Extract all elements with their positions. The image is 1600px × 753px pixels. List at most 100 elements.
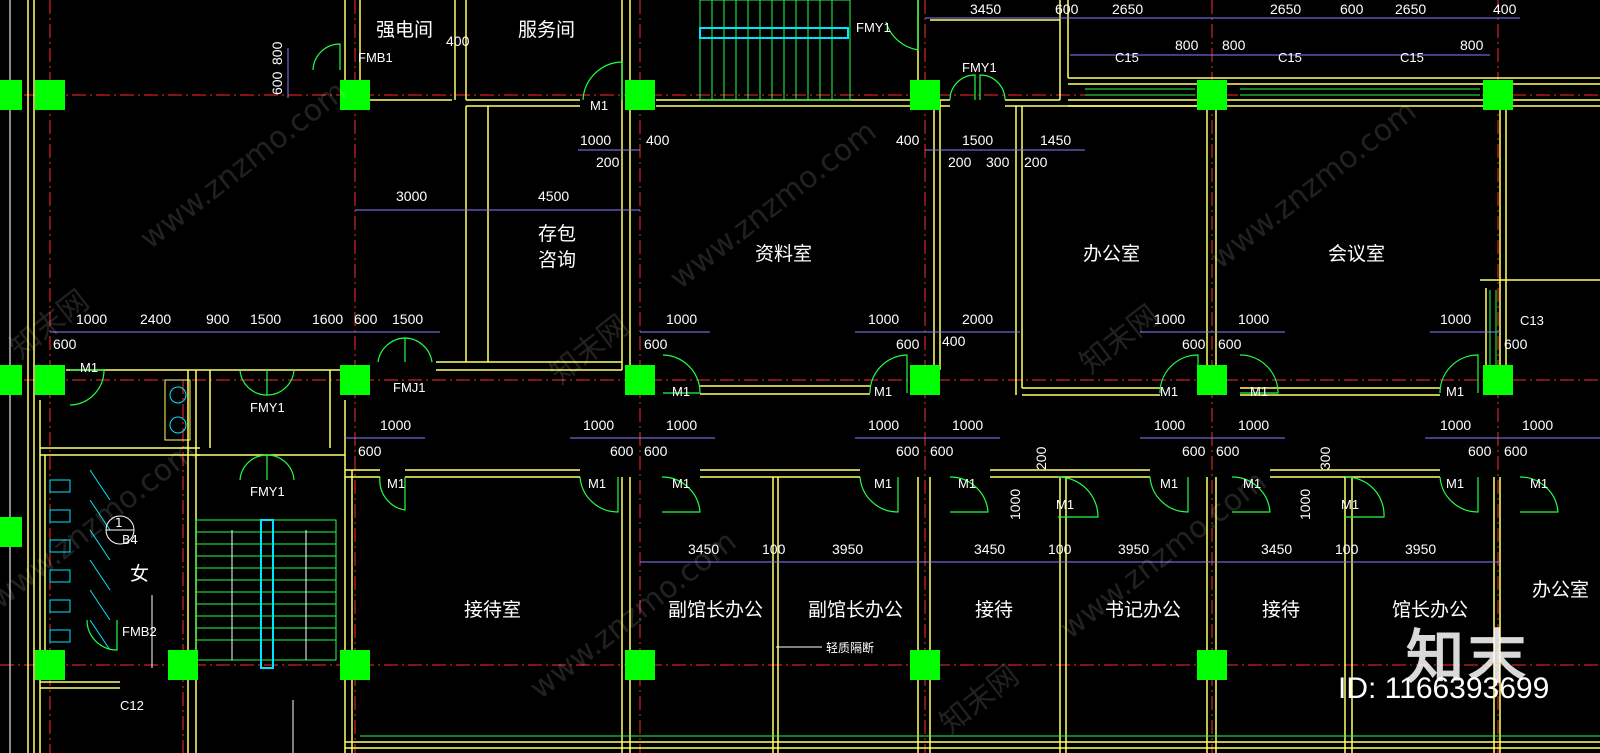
- dim-text: 1000: [868, 417, 899, 433]
- tag-m1-o: M1: [1243, 476, 1261, 491]
- dim-text: 400: [896, 132, 920, 148]
- room-label-fuguanzhang-2: 副馆长办公: [808, 599, 903, 621]
- room-label-ziliaoshi: 资料室: [755, 243, 812, 265]
- dim-text: 200: [948, 154, 972, 170]
- dim-text: 3450: [974, 541, 1005, 557]
- dim-text: 3950: [1118, 541, 1149, 557]
- tag-m1-k: M1: [874, 476, 892, 491]
- dim-text: 200: [1024, 154, 1048, 170]
- tag-m1-n: M1: [1160, 476, 1178, 491]
- watermark-brand: 知末网: [933, 658, 1025, 741]
- dim-text: 600: [896, 336, 920, 352]
- dim-text: 1000: [580, 132, 611, 148]
- dim-text: 600: [1468, 443, 1492, 459]
- dim-text: 600: [1055, 1, 1079, 17]
- dim-text: 2650: [1395, 1, 1426, 17]
- toilet-stalls: [49, 379, 191, 651]
- dim-text: 1000: [76, 311, 107, 327]
- tag-m1-f: M1: [1250, 384, 1268, 399]
- tag-fmy1-left-1: FMY1: [250, 400, 285, 415]
- door-swings: [69, 0, 1559, 651]
- tag-fmy1-left-2: FMY1: [250, 484, 285, 499]
- walls: [9, 0, 1600, 753]
- dim-text: 600: [53, 336, 77, 352]
- door-window-tags: FMB1 FMY1 FMY1 FMY1 FMY1 FMJ1 FMB2 C15 C…: [80, 20, 1548, 713]
- dim-text: 600: [1504, 443, 1528, 459]
- room-label-huiyishi: 会议室: [1328, 243, 1385, 265]
- dim-text: 400: [646, 132, 670, 148]
- watermark-site: www.znzmo.com: [133, 74, 353, 256]
- dim-text: 1500: [250, 311, 281, 327]
- dim-text: 600: [269, 71, 285, 95]
- dim-text: 1000: [583, 417, 614, 433]
- dim-text: 100: [1048, 541, 1072, 557]
- dim-text: 1450: [1040, 132, 1071, 148]
- room-label-zixun: 咨询: [538, 249, 576, 271]
- dim-text: 1000: [1297, 489, 1313, 520]
- dim-text: 1000: [1440, 417, 1471, 433]
- tag-m1-g: M1: [1446, 384, 1464, 399]
- room-label-fuwujian: 服务间: [518, 19, 575, 41]
- dim-text: 600: [1182, 336, 1206, 352]
- tag-m1-m: M1: [1056, 497, 1074, 512]
- tag-m1-a: M1: [590, 98, 608, 113]
- dim-text: 900: [206, 311, 230, 327]
- dim-text: 600: [644, 443, 668, 459]
- room-labels: 强电间 服务间 存包 咨询 资料室 办公室 会议室 接待室 副馆长办公 副馆长办…: [130, 19, 1589, 621]
- room-label-shuji: 书记办公: [1105, 599, 1181, 621]
- room-label-qiangdianjian: 强电间: [376, 19, 433, 41]
- dim-text: 4500: [538, 188, 569, 204]
- dim-text: 200: [1033, 446, 1049, 470]
- tag-m1-e: M1: [1160, 384, 1178, 399]
- watermark-site: www.znzmo.com: [1203, 94, 1423, 276]
- dim-text: 1500: [392, 311, 423, 327]
- dim-text: 1000: [952, 417, 983, 433]
- tag-m1-p: M1: [1341, 497, 1359, 512]
- dim-text: 3450: [970, 1, 1001, 17]
- dim-text: 1000: [666, 417, 697, 433]
- tag-m1-h: M1: [387, 476, 405, 491]
- watermark-brand: 知末网: [1073, 298, 1165, 381]
- dim-text: 1000: [1440, 311, 1471, 327]
- tag-c12: C12: [120, 698, 144, 713]
- dim-text: 1000: [1154, 417, 1185, 433]
- dimension-texts: 3450 600 2650 2650 600 2650 400 800 800 …: [53, 1, 1553, 557]
- dim-text: 1000: [1522, 417, 1553, 433]
- dim-text: 600: [354, 311, 378, 327]
- tag-c15-c: C15: [1400, 50, 1424, 65]
- room-label-jiedaishi: 接待室: [464, 599, 521, 621]
- dim-text: 100: [1335, 541, 1359, 557]
- stair-symbol-top: 1: [115, 516, 123, 530]
- room-label-fuguanzhang-1: 副馆长办公: [668, 599, 763, 621]
- watermark-site: www.znzmo.com: [663, 114, 883, 296]
- tag-m1-r: M1: [1530, 476, 1548, 491]
- dim-text: 600: [1504, 336, 1528, 352]
- room-label-nv: 女: [130, 563, 149, 585]
- dim-text: 1000: [1238, 417, 1269, 433]
- dim-text: 800: [1175, 37, 1199, 53]
- dim-text: 800: [1460, 37, 1484, 53]
- stair-symbol-bottom: B4: [122, 533, 138, 547]
- tag-c15-a: C15: [1115, 50, 1139, 65]
- tag-c13: C13: [1520, 313, 1544, 328]
- tag-fmy1-top2: FMY1: [962, 60, 997, 75]
- tag-c15-b: C15: [1278, 50, 1302, 65]
- dim-text: 2650: [1112, 1, 1143, 17]
- room-label-bangong-2: 办公室: [1532, 579, 1589, 601]
- tag-m1-q: M1: [1446, 476, 1464, 491]
- room-label-cunbao: 存包: [538, 223, 576, 245]
- dim-text: 3950: [832, 541, 863, 557]
- dim-text: 1000: [666, 311, 697, 327]
- dim-text: 3950: [1405, 541, 1436, 557]
- tag-m1-c: M1: [672, 384, 690, 399]
- room-label-bangongshi: 办公室: [1083, 243, 1140, 265]
- dimension-lines: [50, 17, 1600, 563]
- dim-text: 600: [1340, 1, 1364, 17]
- dim-text: 600: [358, 443, 382, 459]
- dim-text: 600: [1182, 443, 1206, 459]
- dim-text: 1600: [312, 311, 343, 327]
- dim-text: 600: [1218, 336, 1242, 352]
- watermarks: www.znzmo.com www.znzmo.com www.znzmo.co…: [0, 74, 1423, 741]
- tag-m1-j: M1: [672, 476, 690, 491]
- room-label-guanzhang: 馆长办公: [1392, 599, 1468, 621]
